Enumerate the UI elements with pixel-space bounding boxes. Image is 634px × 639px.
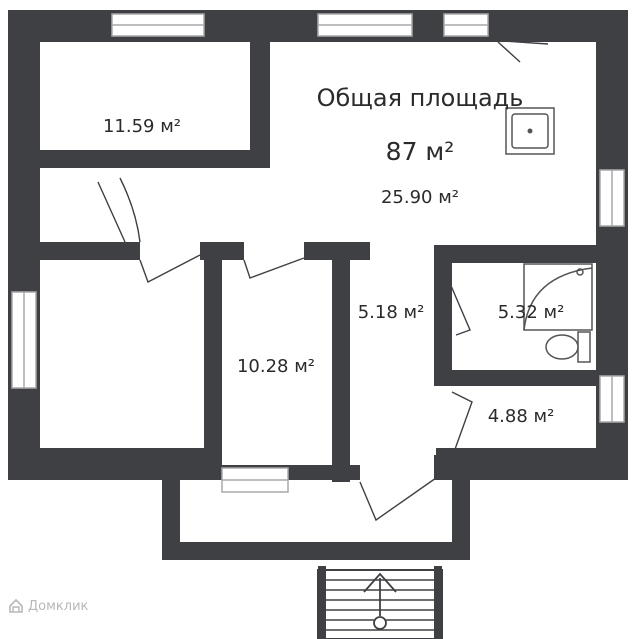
window-top-right bbox=[443, 13, 489, 37]
shower-icon bbox=[523, 263, 593, 331]
door-bedroom-left bbox=[139, 254, 201, 283]
entrance-stairs bbox=[317, 566, 443, 639]
room-area-label: 11.59 м² bbox=[103, 116, 181, 137]
door-front bbox=[359, 477, 437, 522]
inner-walls bbox=[40, 40, 596, 482]
window-bottom bbox=[221, 467, 289, 493]
door-small-room bbox=[451, 391, 473, 453]
toilet-icon bbox=[545, 331, 591, 363]
outer-walls bbox=[8, 10, 628, 560]
window-right-upper bbox=[599, 169, 625, 227]
room-area-label: 4.88 м² bbox=[488, 406, 555, 427]
room-area-label: 5.32 м² bbox=[498, 302, 565, 323]
window-top-left bbox=[111, 13, 205, 37]
watermark-text: Домклик bbox=[28, 598, 89, 614]
total-area-value: 87 м² bbox=[386, 137, 455, 166]
windows bbox=[11, 13, 625, 493]
door-bathroom bbox=[439, 261, 471, 336]
door-entrance-top-right bbox=[487, 39, 549, 63]
window-right-lower bbox=[599, 375, 625, 423]
room-area-label: 25.90 м² bbox=[381, 187, 459, 208]
window-left bbox=[11, 291, 37, 389]
stairs-direction-arrow-icon bbox=[363, 572, 397, 630]
fixtures bbox=[505, 107, 593, 363]
room-area-label: 10.28 м² bbox=[237, 356, 315, 377]
window-top-middle bbox=[317, 13, 413, 37]
room-area-label: 5.18 м² bbox=[358, 302, 425, 323]
watermark: Домклик bbox=[8, 598, 88, 614]
sink-icon bbox=[505, 107, 555, 155]
house-logo-icon bbox=[9, 598, 23, 613]
total-area-label: Общая площадь bbox=[317, 84, 524, 112]
door-center-room bbox=[243, 257, 305, 279]
doors bbox=[97, 39, 549, 522]
door-bedroom-top-left bbox=[97, 177, 141, 243]
